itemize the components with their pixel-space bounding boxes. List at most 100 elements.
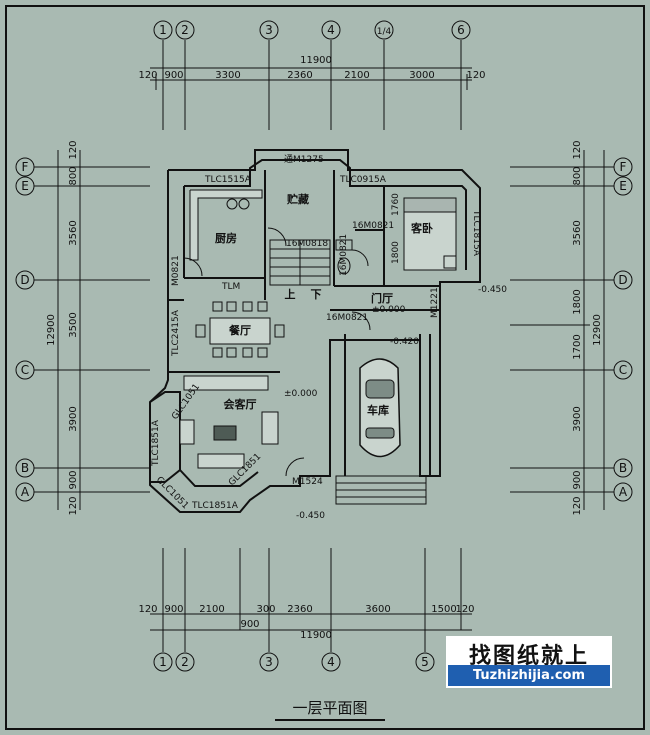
door-swings: [183, 227, 371, 477]
dim-right-seg: 120: [572, 496, 583, 515]
toilet-icon: [335, 239, 353, 275]
room-kitchen: 厨房: [215, 231, 237, 245]
kitchen-counter-icon: [189, 189, 263, 261]
elevation-label: -0.450: [478, 285, 507, 295]
dim-top-seg: 120: [466, 70, 485, 81]
top-dimension-lines: [150, 40, 472, 130]
room-living: 会客厅: [224, 397, 257, 411]
dim-right-seg: 3900: [572, 406, 583, 431]
room-guest-bedroom: 客卧: [410, 221, 433, 235]
dim-right-seg: 1800: [572, 289, 583, 314]
axis-label: A: [619, 485, 628, 499]
axis-label: 5: [421, 655, 429, 669]
dim-right-seg: 3560: [572, 220, 583, 245]
right-dimension-lines: [510, 150, 614, 510]
dim-top-seg: 3000: [409, 70, 434, 81]
window-label: TLC1815A: [471, 209, 481, 257]
dim-top-seg: 120: [138, 70, 157, 81]
axis-label: 3: [265, 655, 273, 669]
dim-bottom-seg: 2360: [287, 604, 312, 615]
dim-left-total: 12900: [46, 314, 57, 346]
room-garage: 车库: [367, 403, 389, 417]
dim-bottom-seg: 3600: [365, 604, 390, 615]
elevation-label: ±0.000: [372, 305, 406, 315]
dim-right-seg: 1700: [572, 334, 583, 359]
dim-left-seg: 900: [68, 470, 79, 489]
dim-bottom-seg: 300: [256, 604, 275, 615]
watermark-badge: 找图纸就上 Tuzhizhijia.com: [446, 636, 612, 688]
dim-bottom-total: 11900: [300, 630, 332, 641]
axis-label: D: [618, 273, 627, 287]
door-label: M1221: [430, 287, 440, 318]
axis-label: 2: [181, 23, 189, 37]
axis-label: E: [619, 179, 627, 193]
room-dining: 餐厅: [228, 323, 251, 337]
door-label: TLM: [221, 282, 240, 292]
dim-bottom-sub: 900: [240, 619, 259, 630]
dim-top-total: 11900: [300, 55, 332, 66]
watermark-text: 找图纸就上: [468, 644, 589, 669]
axis-label: 1: [159, 655, 167, 669]
axis-label: 2: [181, 655, 189, 669]
dim-left-seg: 800: [68, 166, 79, 185]
dim-top-seg: 900: [164, 70, 183, 81]
window-label: TLC0915A: [339, 175, 387, 185]
axis-label: 4: [327, 23, 335, 37]
roof-label: 通M1275: [284, 154, 324, 165]
axis-label: 3: [265, 23, 273, 37]
left-dimension-lines: [34, 150, 150, 510]
door-label: M1524: [292, 477, 323, 487]
dim-label: 1760: [391, 193, 401, 216]
window-label: TLC2415A: [171, 309, 181, 357]
dim-right-seg: 120: [572, 140, 583, 159]
dim-left-seg: 120: [68, 140, 79, 159]
axis-label: 6: [457, 23, 465, 37]
dim-left-seg: 120: [68, 496, 79, 515]
axis-label: E: [21, 179, 29, 193]
dim-top-seg: 3300: [215, 70, 240, 81]
door-label: 16M0821: [339, 234, 349, 276]
door-label: 16M0821: [326, 313, 368, 323]
window-label: TLC1515A: [204, 175, 252, 185]
dim-left-seg: 3500: [68, 312, 79, 337]
bed-icon: [403, 197, 457, 271]
car-icon: [359, 358, 401, 458]
dim-bottom-seg: 1500: [431, 604, 456, 615]
elevation-label: -0.420: [390, 337, 419, 347]
watermark-url: Tuzhizhijia.com: [448, 665, 610, 686]
dim-bottom-seg: 900: [164, 604, 183, 615]
sheet-frame: [5, 5, 645, 730]
right-axis-bubbles: F E D C B A: [613, 157, 633, 502]
window-label: TLC1851A: [191, 501, 239, 511]
dim-top-seg: 2360: [287, 70, 312, 81]
axis-label: 4: [327, 655, 335, 669]
axis-label: C: [619, 363, 627, 377]
sofa-icon: [179, 375, 279, 469]
axis-label: B: [21, 461, 29, 475]
dim-left-seg: 3560: [68, 220, 79, 245]
elevation-label: ±0.000: [284, 389, 318, 399]
dim-bottom-seg: 120: [138, 604, 157, 615]
room-storage: 贮藏: [286, 192, 309, 206]
axis-label: F: [620, 160, 627, 174]
building-walls: [149, 149, 481, 513]
axis-label: F: [22, 160, 29, 174]
bottom-dimension-lines: [150, 548, 472, 652]
dim-right-seg: 900: [572, 470, 583, 489]
bottom-axis-bubbles: 1 2 3 4 5: [153, 652, 435, 672]
top-axis-bubbles: 1 2 3 4 1/4 6: [153, 20, 471, 40]
stair-up: 上: [285, 287, 296, 301]
dim-left-seg: 3900: [68, 406, 79, 431]
door-label: 16M0821: [352, 221, 394, 231]
axis-label: 1: [159, 23, 167, 37]
axis-label: D: [20, 273, 29, 287]
door-label: 16M0818: [286, 239, 328, 249]
axis-label: B: [619, 461, 627, 475]
elevation-label: -0.450: [296, 511, 325, 521]
axis-label: 1/4: [377, 27, 392, 37]
staircase: [269, 239, 331, 286]
plan-title: 一层平面图: [275, 697, 385, 721]
garage-steps: [335, 475, 427, 505]
